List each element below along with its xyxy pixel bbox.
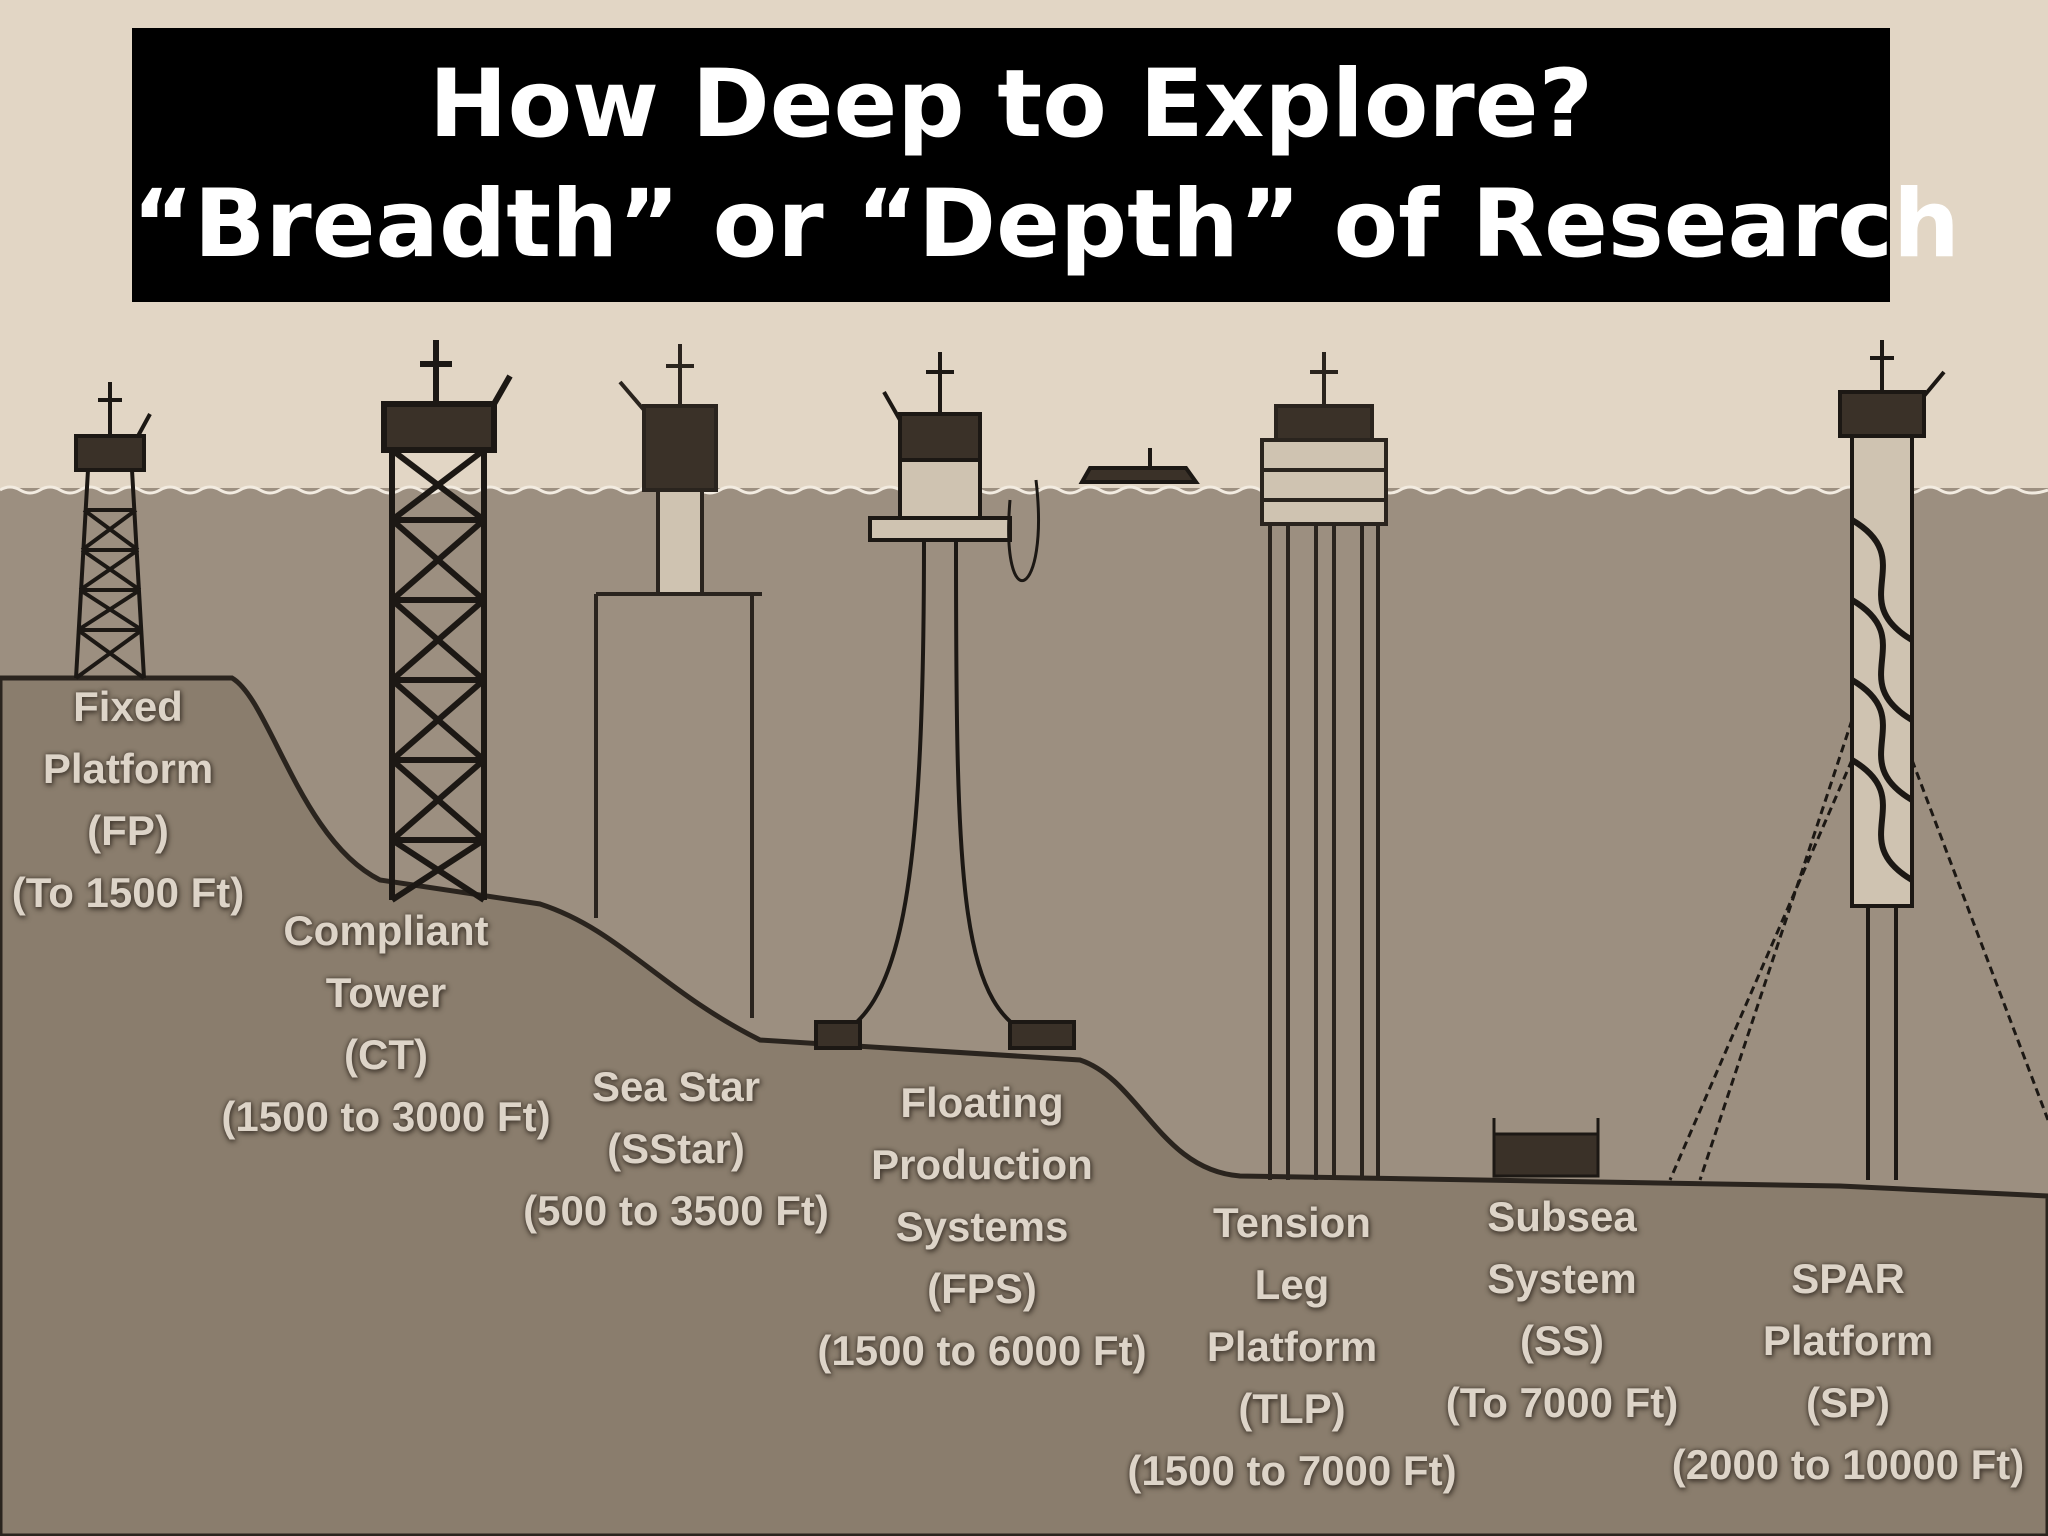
label-line: (To 7000 Ft) [1445,1379,1679,1426]
title-line-2: “Breadth” or “Depth” of Research [132,170,1960,279]
label-line: Production [871,1141,1093,1188]
label-line: (FP) [87,807,169,854]
label-line: Subsea [1487,1193,1637,1240]
label-line: Tower [325,969,447,1016]
label-spar-platform: SPAR Platform (SP) (2000 to 10000 Ft) [1672,1248,2025,1496]
label-line: (SP) [1806,1379,1890,1426]
label-sea-star: Sea Star (SStar) (500 to 3500 Ft) [523,1056,829,1242]
label-compliant-tower: Compliant Tower (CT) (1500 to 3000 Ft) [221,900,550,1148]
label-fixed-platform: Fixed Platform (FP) (To 1500 Ft) [12,676,245,924]
sea-star-icon [594,344,762,1018]
label-line: (2000 to 10000 Ft) [1671,1441,2025,1488]
subsea-system-icon [1492,1118,1600,1178]
compliant-tower-icon [381,340,513,903]
label-line: Platform [1206,1323,1378,1370]
seabed [0,675,2048,1536]
label-line: Platform [42,745,214,792]
label-line: (CT) [344,1031,428,1078]
label-subsea-system: Subsea System (SS) (To 7000 Ft) [1446,1186,1679,1434]
label-floating-production-systems: Floating Production Systems (FPS) (1500 … [817,1072,1146,1382]
label-line: Compliant [283,907,489,954]
fixed-platform-icon [74,382,152,680]
tension-leg-platform-icon [1260,352,1388,1180]
label-line: (SStar) [607,1125,745,1172]
label-line: (To 1500 Ft) [11,869,245,916]
spar-platform-icon [1668,340,2048,1181]
title-line-1: How Deep to Explore? [428,50,1594,159]
label-line: (500 to 3500 Ft) [523,1187,829,1234]
label-line: (FPS) [927,1265,1037,1312]
label-line: Fixed [73,683,183,730]
title-banner: How Deep to Explore? “Breadth” or “Depth… [132,28,1960,302]
label-line: SPAR [1791,1255,1905,1302]
label-line: Platform [1762,1317,1934,1364]
label-line: (TLP) [1238,1385,1346,1432]
floating-production-system-icon [814,352,1200,1050]
label-line: (1500 to 7000 Ft) [1127,1447,1457,1494]
label-line: System [1487,1255,1637,1302]
label-line: Floating [900,1079,1064,1126]
label-tension-leg-platform: Tension Leg Platform (TLP) (1500 to 7000… [1127,1192,1456,1502]
label-line: Systems [895,1203,1069,1250]
label-line: (1500 to 6000 Ft) [817,1327,1147,1374]
label-line: Tension [1213,1199,1371,1246]
label-line: (1500 to 3000 Ft) [221,1093,551,1140]
water-surface-line [0,485,2048,495]
label-line: Sea Star [591,1063,761,1110]
label-line: Leg [1254,1261,1330,1308]
label-line: (SS) [1520,1317,1604,1364]
